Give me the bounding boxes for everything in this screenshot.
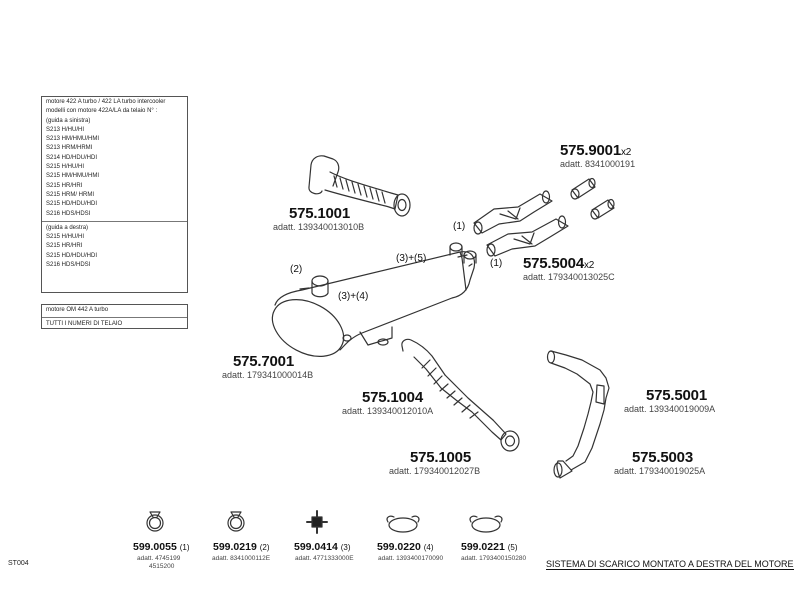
info-divider bbox=[42, 317, 187, 319]
part-code-575-1005: 575.1005 bbox=[410, 449, 471, 466]
part-code-575-5004: 575.5004x2 bbox=[523, 255, 595, 272]
pipe-575-5001-drawing bbox=[546, 350, 610, 479]
hardware-adatt-599-0219: adatt. 8341000112E bbox=[212, 555, 271, 562]
om442-engine-box: motore OM 442 A turbo TUTTI I NUMERI DI … bbox=[41, 304, 188, 329]
hardware-adatt-599-0220: adatt. 1393400170090 bbox=[378, 555, 444, 562]
hardware-code-599-0055: 599.0055 (1) bbox=[133, 541, 190, 553]
hardware-note: (3) bbox=[340, 543, 351, 552]
info-line: S216 HDS/HDSI bbox=[46, 262, 91, 269]
hardware-code-599-0221: 599.0221 (5) bbox=[461, 541, 518, 553]
part-code-575-9001: 575.9001x2 bbox=[560, 142, 632, 159]
hardware-code-599-0414: 599.0414 (3) bbox=[294, 541, 351, 553]
info-line: S213 HM/HMU/HMI bbox=[46, 136, 100, 143]
info-line: TUTTI I NUMERI DI TELAIO bbox=[46, 321, 123, 328]
info-line: (guida a destra) bbox=[46, 224, 89, 231]
info-line: S215 HM/HMU/HMI bbox=[46, 173, 100, 180]
diagram-caption: SISTEMA DI SCARICO MONTATO A DESTRA DEL … bbox=[546, 559, 794, 570]
flex-pipe-575-1001-drawing bbox=[308, 155, 411, 217]
part-adatt-575-9001: adatt. 8341000191 bbox=[560, 159, 636, 169]
hardware-note: (4) bbox=[423, 543, 434, 552]
hardware-adatt-599-0221: adatt. 1793400150280 bbox=[461, 555, 527, 562]
hardware-note: (5) bbox=[507, 543, 518, 552]
part-code-575-5003: 575.5003 bbox=[632, 449, 693, 466]
callout-3-5: (3)+(5) bbox=[396, 253, 427, 264]
strap-clamp-icon-599-0221 bbox=[469, 515, 503, 533]
info-line: S216 HDS/HDSI bbox=[46, 210, 91, 217]
part-code-575-1001: 575.1001 bbox=[289, 205, 350, 222]
info-line: S215 H/HU/HI bbox=[46, 164, 85, 171]
part-adatt-575-1004: adatt. 139340012010A bbox=[342, 406, 434, 416]
callout-3-4: (3)+(4) bbox=[338, 291, 369, 302]
y-pipe-575-5004-drawing bbox=[473, 190, 569, 257]
page-id: ST004 bbox=[8, 560, 29, 567]
hardware-note: (2) bbox=[259, 543, 270, 552]
part-adatt-575-5003: adatt. 179340019025A bbox=[614, 466, 706, 476]
hardware-adatt-599-0414: adatt. 4771333000E bbox=[295, 555, 354, 562]
info-line: S215 HD/HDU/HDI bbox=[46, 252, 98, 259]
hardware-code-599-0220: 599.0220 (4) bbox=[377, 541, 434, 553]
info-line: S215 HR/HRI bbox=[46, 182, 83, 189]
info-line: S213 H/HU/HI bbox=[46, 126, 85, 133]
info-line: modelli con motore 422A/LA da telaio N° … bbox=[46, 108, 158, 115]
hardware-adatt2-599-0055: 4515200 bbox=[149, 563, 175, 570]
part-code-575-5001: 575.5001 bbox=[646, 387, 707, 404]
callout-2: (2) bbox=[290, 264, 303, 275]
hardware-note: (1) bbox=[179, 543, 190, 552]
part-adatt-575-5004: adatt. 179340013025C bbox=[523, 272, 615, 282]
hardware-code-599-0219: 599.0219 (2) bbox=[213, 541, 270, 553]
info-line: S214 HD/HDU/HDI bbox=[46, 154, 98, 161]
rubber-mount-icon-599-0414 bbox=[306, 510, 328, 534]
callout-1: (1) bbox=[490, 258, 503, 269]
part-adatt-575-1005: adatt. 179340012027B bbox=[389, 466, 481, 476]
part-code-575-7001: 575.7001 bbox=[233, 353, 294, 370]
muffler-575-7001-drawing bbox=[271, 242, 477, 357]
part-adatt-575-5001: adatt. 139340019009A bbox=[624, 404, 716, 414]
info-line: S215 HD/HDU/HDI bbox=[46, 201, 98, 208]
info-line: S215 H/HU/HI bbox=[46, 234, 85, 241]
clamp-ring-icon-599-0055 bbox=[146, 511, 164, 532]
part-adatt-575-7001: adatt. 179341000014B bbox=[222, 370, 314, 380]
info-divider bbox=[42, 220, 187, 222]
info-line: motore 422 A turbo / 422 LA turbo interc… bbox=[46, 99, 166, 105]
callout-1: (1) bbox=[453, 221, 466, 232]
info-line: (guida a sinistra) bbox=[46, 117, 91, 124]
sleeve-575-9001-drawing bbox=[570, 177, 615, 220]
strap-clamp-icon-599-0220 bbox=[386, 515, 420, 533]
part-adatt-575-1001: adatt. 139340013010B bbox=[273, 222, 365, 232]
info-line: S215 HRM/ HRMI bbox=[46, 191, 95, 198]
clamp-ring-icon-599-0219 bbox=[227, 511, 245, 532]
part-multiplier: x2 bbox=[620, 147, 632, 158]
info-line: S215 HR/HRI bbox=[46, 243, 83, 250]
engine-models-box: motore 422 A turbo / 422 LA turbo interc… bbox=[41, 96, 188, 293]
part-multiplier: x2 bbox=[583, 260, 595, 271]
hardware-adatt-599-0055: adatt. 4745199 bbox=[137, 555, 181, 562]
pipe-575-1004-drawing bbox=[401, 338, 520, 452]
part-code-575-1004: 575.1004 bbox=[362, 389, 423, 406]
info-line: motore OM 442 A turbo bbox=[46, 307, 109, 313]
info-line: S213 HRM/HRMI bbox=[46, 145, 93, 152]
